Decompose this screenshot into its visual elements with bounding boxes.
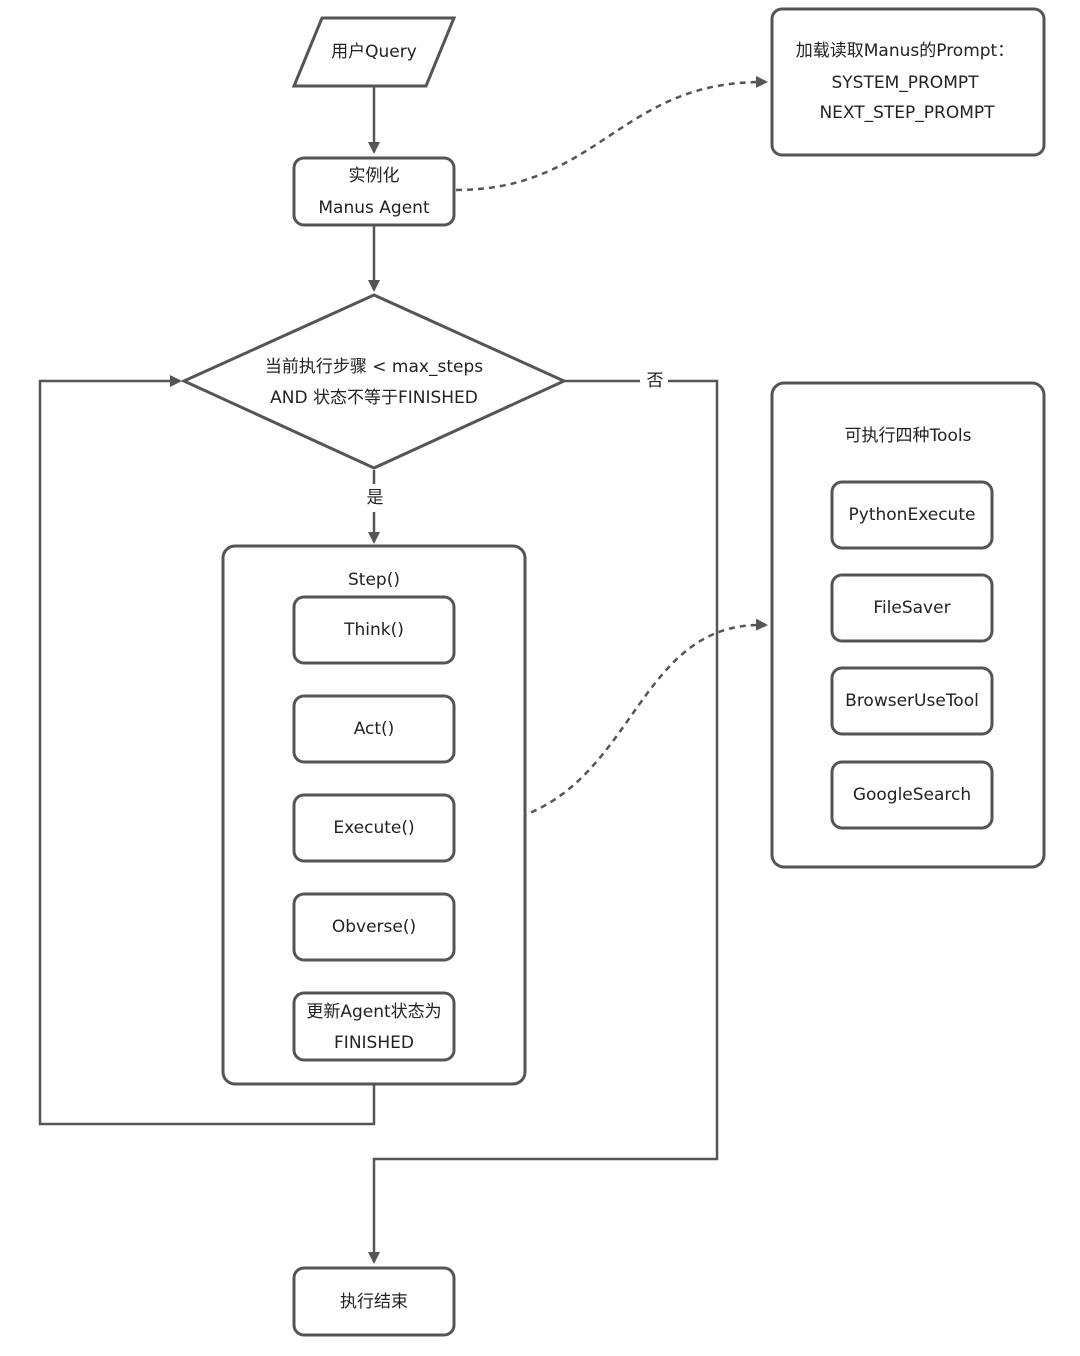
user-query-shape bbox=[291, 16, 457, 88]
think-shape bbox=[292, 595, 456, 665]
decision-label-line2: AND 状态不等于FINISHED bbox=[270, 388, 478, 408]
update-state-line2: FINISHED bbox=[334, 1033, 414, 1053]
node-act[interactable]: Act() bbox=[292, 694, 456, 764]
node-instantiate-agent[interactable]: 实例化 Manus Agent bbox=[292, 156, 456, 227]
node-load-prompt[interactable]: 加载读取Manus的Prompt： SYSTEM_PROMPT NEXT_STE… bbox=[770, 7, 1046, 157]
observe-shape bbox=[292, 892, 456, 962]
load-prompt-line2: SYSTEM_PROMPT bbox=[831, 73, 979, 93]
tool-python-execute-label: PythonExecute bbox=[849, 505, 976, 525]
tool-file-saver-shape bbox=[830, 573, 994, 643]
tool-browser-use-shape bbox=[830, 666, 994, 736]
act-label: Act() bbox=[354, 719, 395, 739]
load-prompt-shape bbox=[770, 7, 1046, 157]
end-shape bbox=[292, 1266, 456, 1337]
decision-label-line1: 当前执行步骤 < max_steps bbox=[265, 357, 483, 377]
edge-instantiate-to-prompt bbox=[455, 75, 768, 192]
edge-label-no: 否 bbox=[647, 371, 664, 391]
observe-label: Obverse() bbox=[332, 917, 416, 937]
instantiate-shape bbox=[292, 156, 456, 227]
user-query-label: 用户Query bbox=[331, 42, 417, 62]
node-tool-google-search[interactable]: GoogleSearch bbox=[830, 760, 994, 830]
instantiate-label-line2: Manus Agent bbox=[318, 198, 430, 218]
edge-label-yes: 是 bbox=[367, 488, 384, 508]
load-prompt-line1: 加载读取Manus的Prompt： bbox=[796, 41, 1014, 61]
tools-title: 可执行四种Tools bbox=[845, 426, 972, 446]
node-execute[interactable]: Execute() bbox=[292, 793, 456, 863]
execute-shape bbox=[292, 793, 456, 863]
node-update-state[interactable]: 更新Agent状态为 FINISHED bbox=[292, 991, 456, 1062]
think-label: Think() bbox=[343, 620, 404, 640]
execute-label: Execute() bbox=[333, 818, 414, 838]
tool-python-execute-shape bbox=[830, 480, 994, 550]
node-tool-python-execute[interactable]: PythonExecute bbox=[830, 480, 994, 550]
node-end[interactable]: 执行结束 bbox=[292, 1266, 456, 1337]
node-think[interactable]: Think() bbox=[292, 595, 456, 665]
node-user-query[interactable]: 用户Query bbox=[291, 16, 457, 88]
node-observe[interactable]: Obverse() bbox=[292, 892, 456, 962]
act-shape bbox=[292, 694, 456, 764]
step-title: Step() bbox=[348, 570, 400, 590]
edge-loop-back bbox=[38, 375, 376, 1126]
node-decision[interactable]: 当前执行步骤 < max_steps AND 状态不等于FINISHED bbox=[180, 293, 568, 470]
node-tool-file-saver[interactable]: FileSaver bbox=[830, 573, 994, 643]
instantiate-label-line1: 实例化 bbox=[349, 166, 400, 186]
edge-decision-no-route bbox=[368, 379, 719, 1264]
tool-google-search-shape bbox=[830, 760, 994, 830]
node-tool-browser-use[interactable]: BrowserUseTool bbox=[830, 666, 994, 736]
tool-file-saver-label: FileSaver bbox=[873, 598, 950, 618]
decision-shape bbox=[180, 293, 568, 470]
tool-browser-use-label: BrowserUseTool bbox=[845, 691, 979, 711]
update-state-line1: 更新Agent状态为 bbox=[306, 1002, 441, 1022]
end-label: 执行结束 bbox=[340, 1292, 408, 1312]
update-state-shape bbox=[292, 991, 456, 1062]
load-prompt-line3: NEXT_STEP_PROMPT bbox=[819, 103, 995, 123]
tool-google-search-label: GoogleSearch bbox=[853, 785, 971, 805]
